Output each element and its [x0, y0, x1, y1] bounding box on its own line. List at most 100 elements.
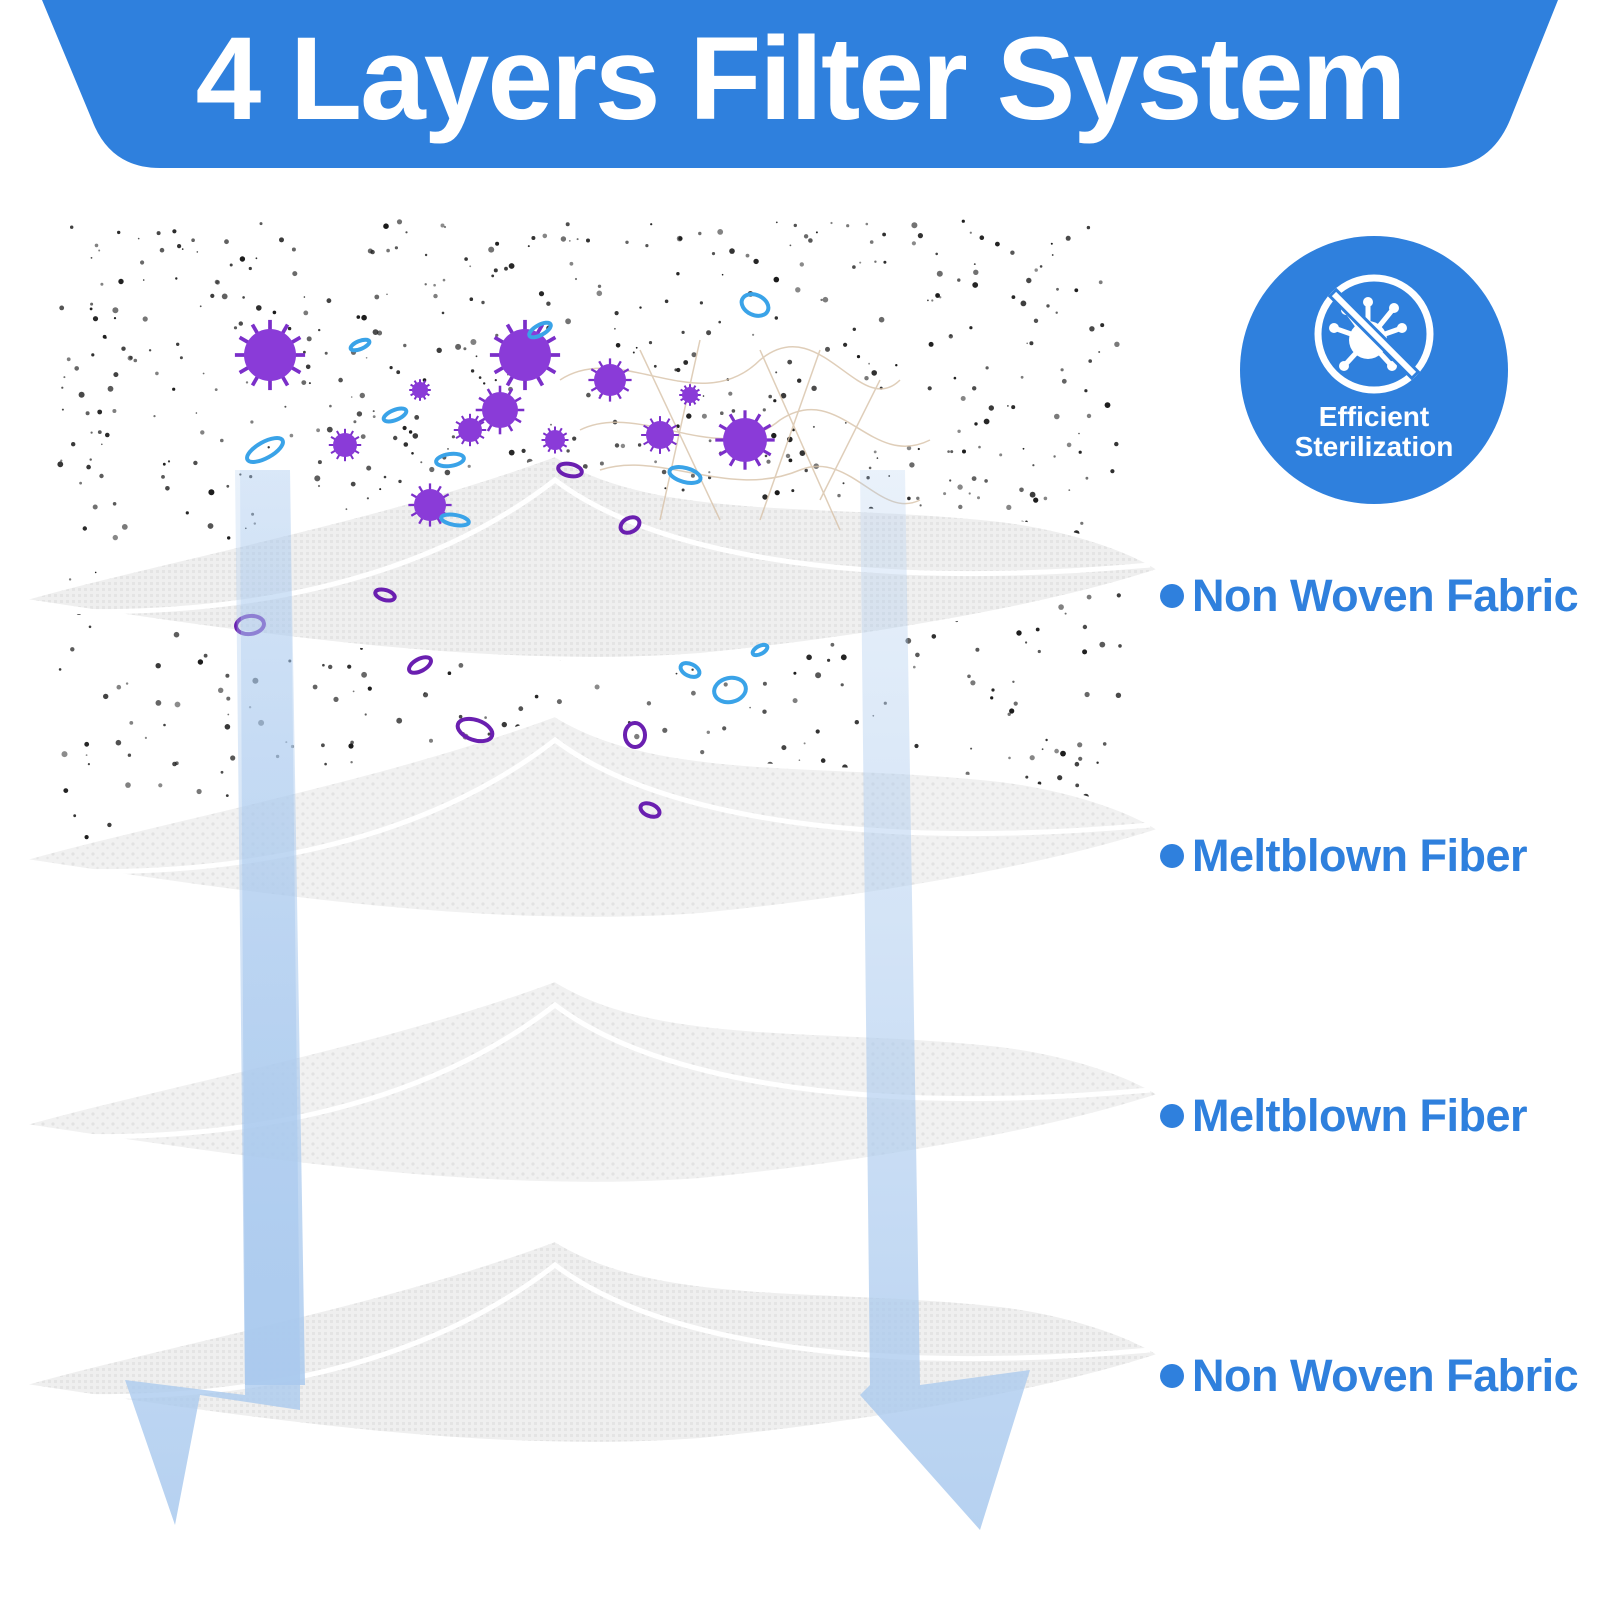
- dust-speck: [874, 260, 877, 263]
- dust-speck: [718, 320, 721, 324]
- dust-speck: [840, 654, 847, 661]
- dust-speck: [393, 435, 398, 441]
- fabric-layer-2: [19, 712, 1165, 921]
- dust-speck: [361, 671, 367, 678]
- dust-speck: [272, 310, 277, 315]
- dust-speck: [1088, 359, 1092, 363]
- airflow-arrow-left: [125, 470, 305, 1525]
- dust-speck: [550, 423, 552, 426]
- bacteria-ring: [618, 515, 642, 535]
- dust-speck: [699, 301, 704, 305]
- no-virus-icon: [1314, 274, 1434, 394]
- dust-speck: [318, 328, 321, 332]
- dust-speck: [843, 342, 848, 347]
- dust-speck: [706, 730, 710, 734]
- dust-speck: [317, 460, 322, 465]
- dust-speck: [1057, 775, 1063, 781]
- dust-speck: [175, 761, 179, 765]
- dust-speck: [179, 356, 183, 360]
- dust-speck: [412, 433, 419, 439]
- dust-speck: [255, 257, 258, 260]
- dust-speck: [433, 283, 436, 287]
- dust-speck: [909, 462, 915, 468]
- dust-speck: [396, 219, 403, 225]
- dust-speck: [957, 484, 963, 490]
- dust-speck: [125, 782, 131, 788]
- dust-speck: [919, 504, 922, 507]
- dust-speck: [773, 399, 777, 403]
- dust-speck: [1082, 649, 1088, 655]
- dust-speck: [538, 291, 545, 297]
- dust-speck: [953, 376, 957, 380]
- dust-speck: [774, 316, 778, 320]
- dust-speck: [970, 680, 976, 686]
- dust-speck: [163, 723, 166, 727]
- dust-speck: [943, 492, 947, 496]
- dust-speck: [359, 392, 365, 399]
- virus: [715, 410, 775, 470]
- dust-speck: [676, 367, 681, 373]
- dust-speck: [1074, 761, 1080, 767]
- dust-speck: [717, 229, 724, 235]
- dust-speck: [1007, 405, 1009, 407]
- dust-speck: [158, 783, 163, 788]
- dust-speck: [1026, 342, 1028, 345]
- dust-speck: [599, 461, 604, 466]
- dust-speck: [233, 326, 238, 330]
- dust-speck: [1065, 235, 1071, 241]
- dust-speck: [928, 341, 934, 347]
- dust-speck: [745, 253, 750, 258]
- dust-speck: [94, 571, 97, 574]
- dust-speck: [1078, 756, 1083, 761]
- dust-speck: [842, 482, 845, 485]
- dust-speck: [239, 256, 246, 262]
- dust-speck: [321, 743, 325, 748]
- dust-speck: [248, 266, 252, 271]
- dust-speck: [1064, 612, 1067, 615]
- dust-speck: [121, 524, 128, 530]
- dust-speck: [653, 364, 657, 368]
- dust-speck: [958, 504, 963, 510]
- bullet-dot: [1160, 1364, 1184, 1388]
- dust-speck: [927, 386, 932, 391]
- dust-speck: [1078, 432, 1080, 435]
- dust-speck: [372, 410, 375, 413]
- dust-speck: [1019, 487, 1024, 493]
- dust-speck: [979, 235, 985, 240]
- dust-speck: [830, 221, 833, 225]
- dust-speck: [681, 330, 685, 334]
- dust-speck: [66, 357, 71, 362]
- dust-speck: [60, 459, 63, 462]
- dust-speck: [852, 265, 856, 269]
- dust-speck: [1013, 701, 1018, 706]
- dust-speck: [174, 701, 181, 708]
- dust-speck: [1007, 712, 1011, 716]
- dust-speck: [691, 668, 694, 671]
- dust-speck: [565, 318, 571, 325]
- dust-speck: [1033, 318, 1039, 323]
- dust-speck: [766, 459, 771, 464]
- dust-speck: [1078, 450, 1082, 454]
- dust-speck: [447, 448, 449, 450]
- dust-speck: [443, 225, 447, 229]
- dust-speck: [338, 377, 343, 383]
- dust-speck: [957, 278, 961, 282]
- dust-speck: [1086, 225, 1091, 230]
- dust-speck: [165, 486, 170, 491]
- dust-speck: [1011, 295, 1016, 299]
- dust-speck: [74, 366, 79, 371]
- dust-speck: [1115, 692, 1122, 698]
- dust-speck: [780, 392, 787, 399]
- dust-speck: [172, 387, 176, 391]
- dust-speck: [661, 469, 667, 475]
- dust-speck: [224, 724, 231, 730]
- dust-speck: [105, 432, 110, 438]
- dust-speck: [155, 371, 159, 376]
- dust-speck: [185, 511, 189, 515]
- dust-speck: [470, 369, 475, 373]
- dust-speck: [345, 508, 348, 511]
- dust-speck: [242, 296, 245, 299]
- dust-speck: [664, 299, 669, 304]
- dust-speck: [965, 771, 970, 776]
- dust-speck: [865, 222, 869, 226]
